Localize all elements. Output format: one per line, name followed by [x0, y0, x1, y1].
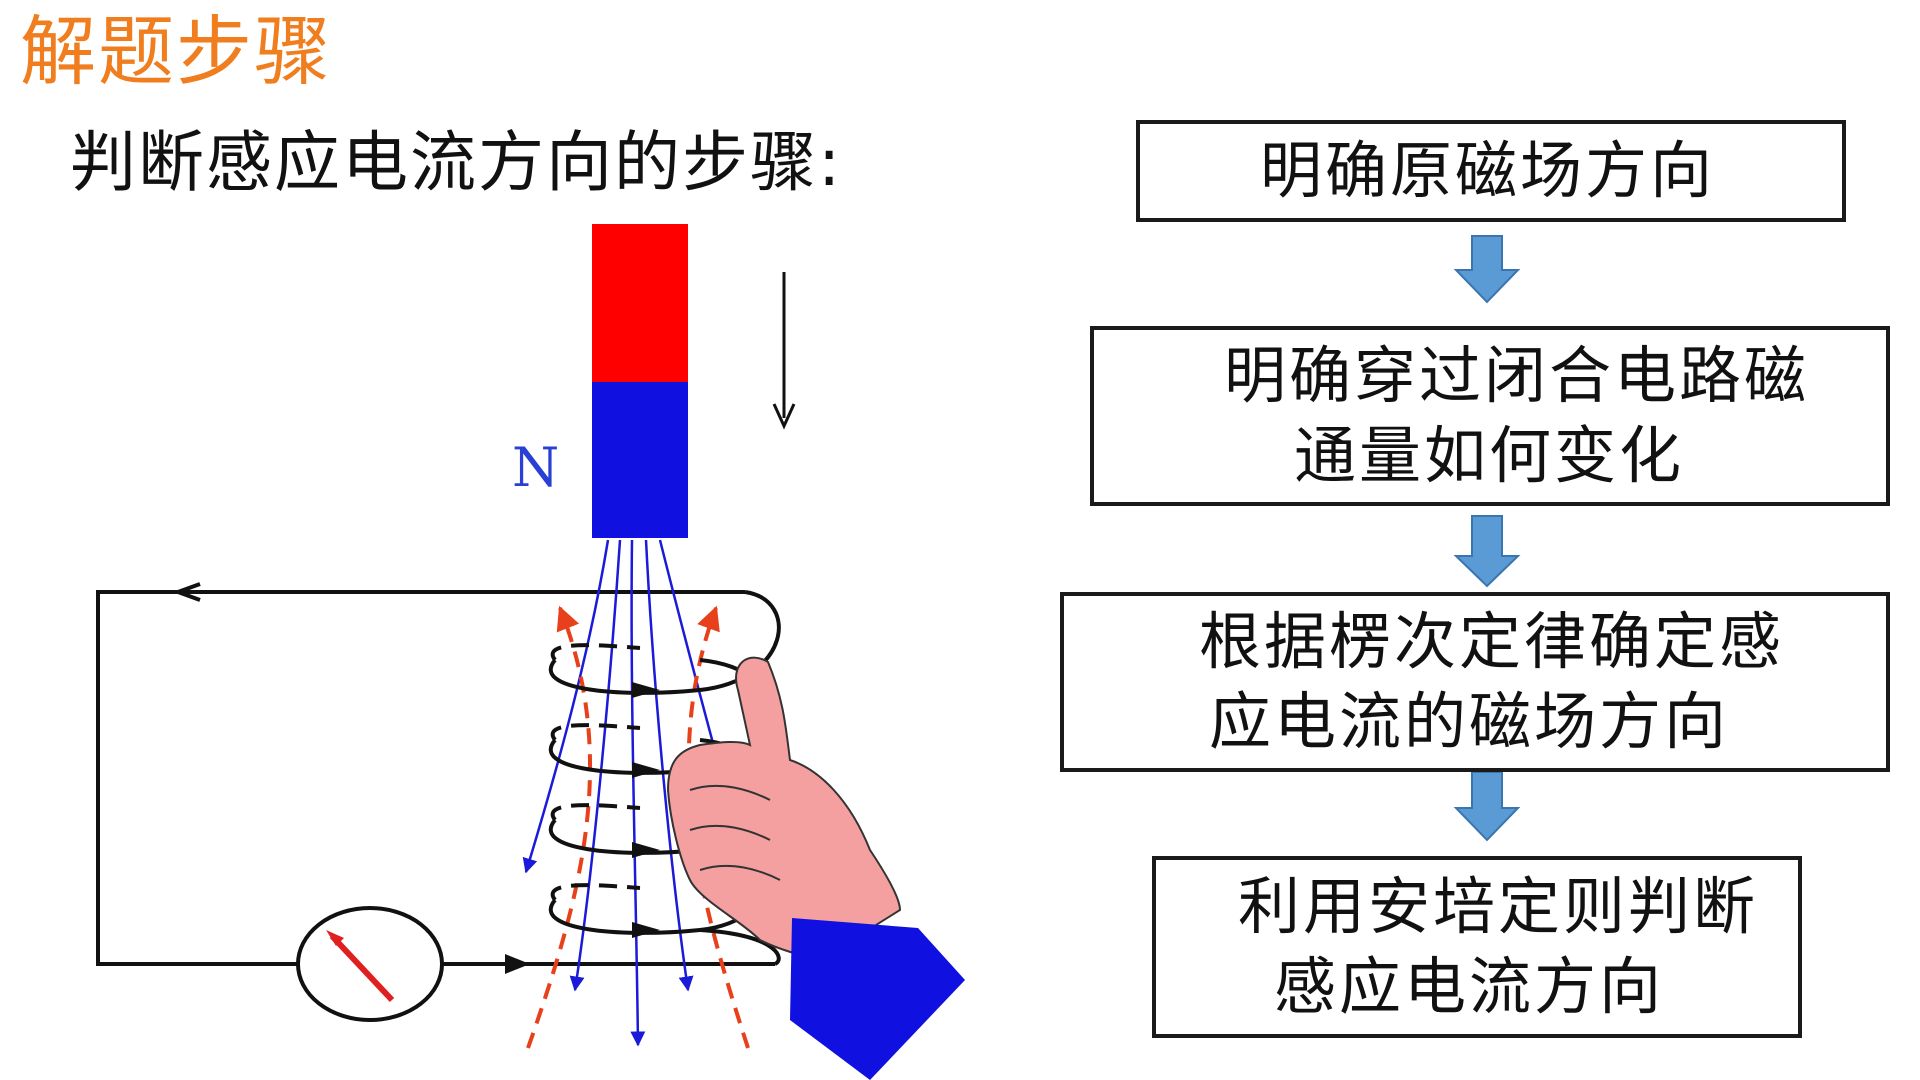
- coil-direction-arrows: [632, 682, 660, 938]
- galvanometer: [296, 906, 444, 1022]
- slide-subtitle: 判断感应电流方向的步骤:: [70, 124, 843, 201]
- right-hand-icon: [666, 656, 965, 1080]
- step-1-line-1: 明确原磁场方向: [1260, 134, 1716, 207]
- step-box-2: 明确穿过闭合电路磁 通量如何变化: [1090, 326, 1890, 506]
- flow-arrow-icon: [1453, 771, 1521, 842]
- step-box-1: 明确原磁场方向: [1136, 120, 1846, 222]
- induced-field-lines: [526, 605, 750, 1049]
- step-2-line-2: 通量如何变化: [1294, 419, 1685, 492]
- step-box-4: 利用安培定则判断 感应电流方向: [1152, 856, 1802, 1038]
- step-4-line-1: 利用安培定则判断: [1238, 870, 1759, 943]
- step-4-line-2: 感应电流方向: [1274, 950, 1665, 1023]
- north-pole-label: N: [512, 436, 559, 499]
- flow-arrow-icon: [1453, 235, 1521, 304]
- circuit-wire: [96, 582, 775, 966]
- step-2-line-1: 明确穿过闭合电路磁: [1224, 339, 1810, 412]
- step-3-line-1: 根据楞次定律确定感: [1199, 605, 1785, 678]
- flow-arrow-icon: [1453, 515, 1521, 588]
- magnet-north-half: [592, 382, 688, 538]
- step-3-line-2: 应电流的磁场方向: [1209, 685, 1730, 758]
- magnet-south-half: [592, 224, 688, 382]
- bar-magnet: [592, 224, 688, 538]
- step-box-3: 根据楞次定律确定感 应电流的磁场方向: [1060, 592, 1890, 772]
- field-lines: [522, 539, 752, 1047]
- slide-title: 解题步骤: [20, 7, 332, 96]
- motion-arrow-icon: [772, 272, 796, 430]
- flow-arrows: [1453, 235, 1521, 842]
- wire-arrow-icon: [505, 954, 530, 974]
